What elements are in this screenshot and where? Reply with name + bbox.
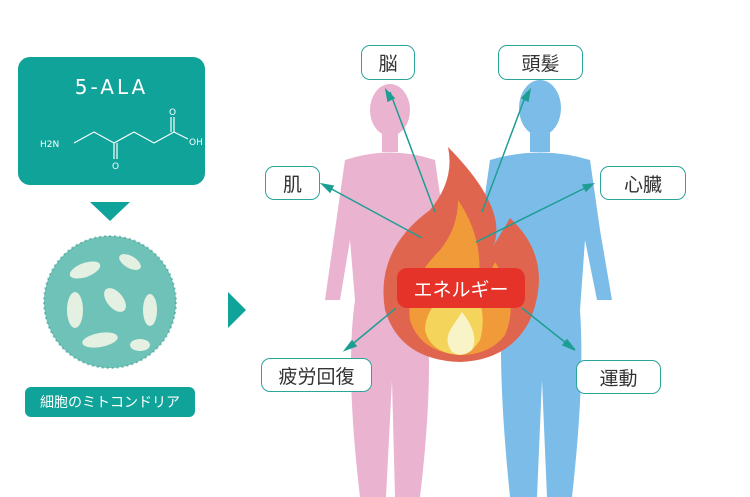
down-arrow-icon: [90, 202, 130, 221]
molecule-title: 5-ALA: [74, 75, 149, 99]
tag-hair: 頭髪: [498, 45, 583, 80]
tag-brain: 脳: [361, 45, 415, 80]
oh-text: OH: [189, 138, 203, 148]
arrows: [319, 87, 596, 352]
right-arrow-icon: [228, 292, 246, 328]
molecule-structure: H2N O O OH: [40, 108, 203, 172]
o-text-2: O: [169, 108, 176, 118]
tag-heart: 心臓: [600, 166, 686, 200]
mitochondria-image: [43, 235, 177, 369]
tag-exercise: 運動: [576, 360, 661, 394]
energy-label: エネルギー: [397, 268, 525, 308]
tag-fatigue-recovery: 疲労回復: [261, 358, 372, 392]
mitochondria-label: 細胞のミトコンドリア: [25, 387, 195, 417]
h2n-text: H2N: [40, 140, 59, 150]
5-ala-card: 5-ALA H2N O O OH: [18, 57, 205, 185]
o-text: O: [112, 162, 119, 172]
tag-skin: 肌: [265, 166, 320, 200]
